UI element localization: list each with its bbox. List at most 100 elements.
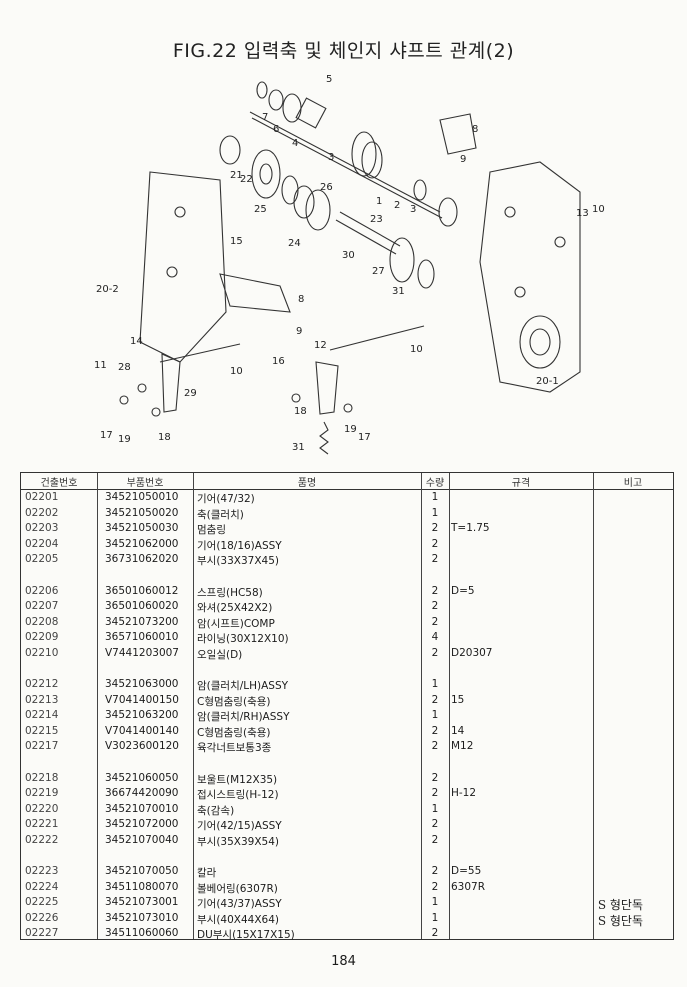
item-no-cell: 02213 (25, 693, 59, 706)
callout-label: 3 (328, 152, 334, 163)
part-name-cell: 축(클러치) (197, 508, 244, 521)
callout-label: 4 (292, 138, 298, 149)
part-name-cell: 기어(18/16)ASSY (197, 539, 282, 552)
quantity-cell: 2 (431, 927, 439, 939)
quantity-cell: 2 (431, 833, 439, 846)
part-name-cell: 칼라 (197, 867, 217, 879)
table-row: 02205 36731062020 부시(33X37X45) 2 (21, 553, 673, 568)
part-name-cell: 와셔(25X42X2) (197, 602, 273, 614)
callout-label: 23 (370, 214, 383, 225)
part-number-cell: V3023600120 (105, 740, 179, 752)
quantity-cell: 2 (431, 818, 439, 830)
header-item-no: 건출번호 (40, 478, 78, 489)
quantity-cell: 1 (431, 491, 439, 503)
part-name-cell: 스프링(HC58) (197, 586, 263, 599)
part-name-cell: 볼베어링(6307R) (197, 882, 278, 895)
item-no-cell: 02203 (25, 522, 59, 534)
quantity-cell: 1 (431, 709, 439, 721)
header-part-no: 부품번호 (126, 478, 164, 489)
part-number-cell: 36731062020 (105, 553, 179, 565)
part-name-cell: 부시(33X37X45) (197, 555, 279, 567)
part-number-cell: 34511060060 (105, 927, 179, 939)
part-name-cell: C형멈춤링(축용) (197, 695, 271, 708)
quantity-cell: 2 (431, 584, 439, 597)
column-divider (593, 473, 594, 939)
part-name-cell: 기어(42/15)ASSY (197, 820, 282, 832)
item-no-cell: 02207 (25, 600, 59, 612)
part-name-cell: 기어(47/32) (197, 493, 255, 505)
quantity-cell: 2 (431, 724, 439, 737)
callout-label: 29 (184, 388, 197, 399)
callout-label: 16 (272, 356, 285, 367)
callout-label: 8 (298, 294, 304, 305)
callout-label: 17 (358, 432, 371, 443)
quantity-cell: 1 (431, 678, 439, 690)
part-name-cell: C형멈춤링(축용) (197, 726, 271, 739)
part-number-cell: 36571060010 (105, 631, 179, 643)
callout-label: 6 (273, 124, 279, 135)
callout-label: 10 (592, 204, 605, 215)
item-no-cell: 02215 (25, 724, 59, 737)
item-no-cell: 02205 (25, 553, 59, 565)
quantity-cell: 2 (431, 740, 439, 752)
header-part-name: 품명 (297, 478, 317, 489)
quantity-cell: 1 (431, 802, 439, 815)
exploded-parts-diagram: 7 6 5 4 3 1 2 3 8 9 21 22 25 26 23 30 24… (94, 74, 605, 455)
part-number-cell: 34521070040 (105, 833, 179, 846)
callout-label: 26 (320, 182, 333, 193)
quantity-cell: 2 (431, 537, 439, 550)
quantity-cell: 2 (431, 771, 439, 784)
spec-cell: D=5 (451, 584, 475, 597)
quantity-cell: 2 (431, 865, 439, 877)
quantity-cell: 2 (431, 787, 439, 799)
callout-label: 20-1 (536, 376, 559, 387)
figure-title: FIG.22 입력축 및 체인지 샤프트 관계(2) (172, 40, 515, 62)
part-name-cell: DU부시(15X17X15) (197, 929, 295, 941)
callout-label: 24 (288, 238, 301, 249)
callout-label: 14 (130, 336, 143, 347)
table-header (21, 473, 673, 490)
page-number: 184 (331, 954, 356, 969)
callout-label: 25 (254, 204, 267, 215)
callout-label: 28 (118, 362, 131, 373)
part-name-cell: 암(클러치/LH)ASSY (197, 680, 289, 692)
part-name-cell: 축(감속) (197, 804, 235, 817)
spec-cell: 6307R (451, 880, 486, 893)
callout-label: 11 (94, 360, 107, 371)
column-divider (97, 473, 98, 939)
part-number-cell: 34521073200 (105, 615, 179, 628)
spec-cell: H-12 (451, 787, 477, 799)
callout-label: 7 (262, 112, 268, 123)
item-no-cell: 02212 (25, 678, 59, 690)
part-number-cell: 34521060050 (105, 771, 179, 784)
spec-cell: 14 (451, 724, 465, 737)
part-number-cell: 34521073010 (105, 911, 179, 924)
part-number-cell: 36674420090 (105, 787, 179, 799)
spec-cell: D20307 (451, 646, 493, 659)
callout-label: 19 (118, 434, 131, 445)
quantity-cell: 2 (431, 522, 439, 534)
item-no-cell: 02220 (25, 802, 59, 815)
callout-label: 9 (460, 154, 466, 165)
quantity-cell: 2 (431, 646, 439, 659)
column-divider (193, 473, 194, 939)
part-number-cell: 34521050010 (105, 491, 179, 503)
item-no-cell: 02227 (25, 927, 59, 939)
callout-label: 18 (158, 432, 171, 443)
part-name-cell: 기어(43/37)ASSY (197, 898, 282, 910)
item-no-cell: 02221 (25, 818, 59, 830)
quantity-cell: 2 (431, 553, 439, 565)
callout-label: 12 (314, 340, 327, 351)
callout-label: 15 (230, 236, 243, 247)
callout-label: 31 (392, 286, 405, 297)
